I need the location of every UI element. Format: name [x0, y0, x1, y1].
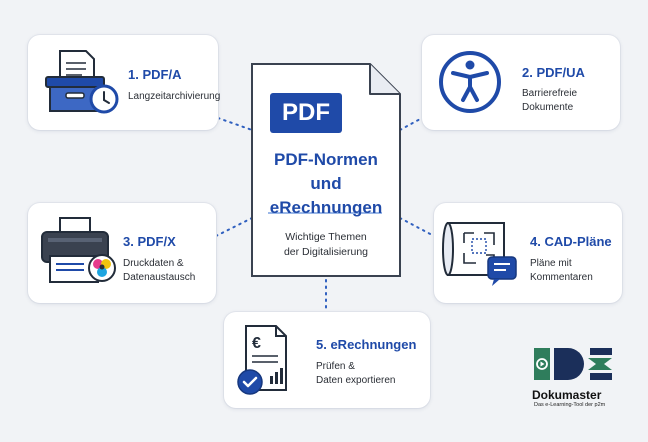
connector-pdfx — [215, 217, 253, 237]
archive-box-clock-icon — [45, 50, 119, 114]
pdf-badge: PDF — [270, 93, 342, 133]
euro-invoice-check-icon: € — [237, 325, 287, 395]
card-pdfx: 3. PDF/X Druckdaten & Datenaustausch — [28, 203, 216, 303]
connector-cad — [399, 217, 435, 237]
svg-text:€: € — [252, 335, 261, 352]
node-desc-line: Pläne mit — [530, 258, 572, 269]
logo-name: Dokumaster — [532, 388, 602, 402]
node-desc-line: Datenaustausch — [123, 272, 196, 283]
logo-tagline: Das e-Learning-Tool der p2m — [534, 402, 606, 408]
node-title: 4. CAD-Pläne — [530, 234, 612, 249]
center-subtitle: Wichtige Themen der Digitalisierung — [252, 230, 400, 260]
printer-cmyk-icon — [41, 217, 116, 283]
center-title: PDF-Normen und eRechnungen — [252, 148, 400, 220]
node-desc-line: Barrierefreie — [522, 88, 578, 99]
center-subtitle-line: Wichtige Themen — [285, 231, 367, 243]
card-cad: 4. CAD-Pläne Pläne mit Kommentaren — [434, 203, 622, 303]
center-title-line: PDF-Normen — [274, 150, 378, 169]
card-pdfua: 2. PDF/UA Barrierefreie Dokumente — [422, 35, 620, 130]
card-pdfa: 1. PDF/A Langzeitarchivierung — [28, 35, 221, 130]
node-desc-line: Kommentaren — [530, 272, 593, 283]
node-title: 3. PDF/X — [123, 234, 176, 249]
node-title: 5. eRechnungen — [316, 337, 417, 352]
node-desc-line: Langzeitarchivierung — [128, 91, 221, 102]
node-desc-line: Daten exportieren — [316, 375, 396, 386]
connector-pdfa — [217, 117, 253, 131]
dokumaster-logo-icon — [534, 348, 612, 380]
node-desc-line: Dokumente — [522, 102, 574, 113]
center-subtitle-line: der Digitalisierung — [283, 246, 369, 258]
accessibility-icon — [439, 51, 501, 113]
connector-pdfua — [399, 117, 423, 131]
blueprint-comment-icon — [442, 222, 517, 286]
center-title-line: und eRechnungen — [269, 174, 383, 217]
node-title: 2. PDF/UA — [522, 65, 585, 80]
node-desc-line: Druckdaten & — [123, 258, 184, 269]
node-title: 1. PDF/A — [128, 67, 182, 82]
node-desc-line: Prüfen & — [316, 361, 355, 372]
card-erechnung: € 5. eRechnungen Prüfen & Daten exportie… — [224, 312, 430, 408]
